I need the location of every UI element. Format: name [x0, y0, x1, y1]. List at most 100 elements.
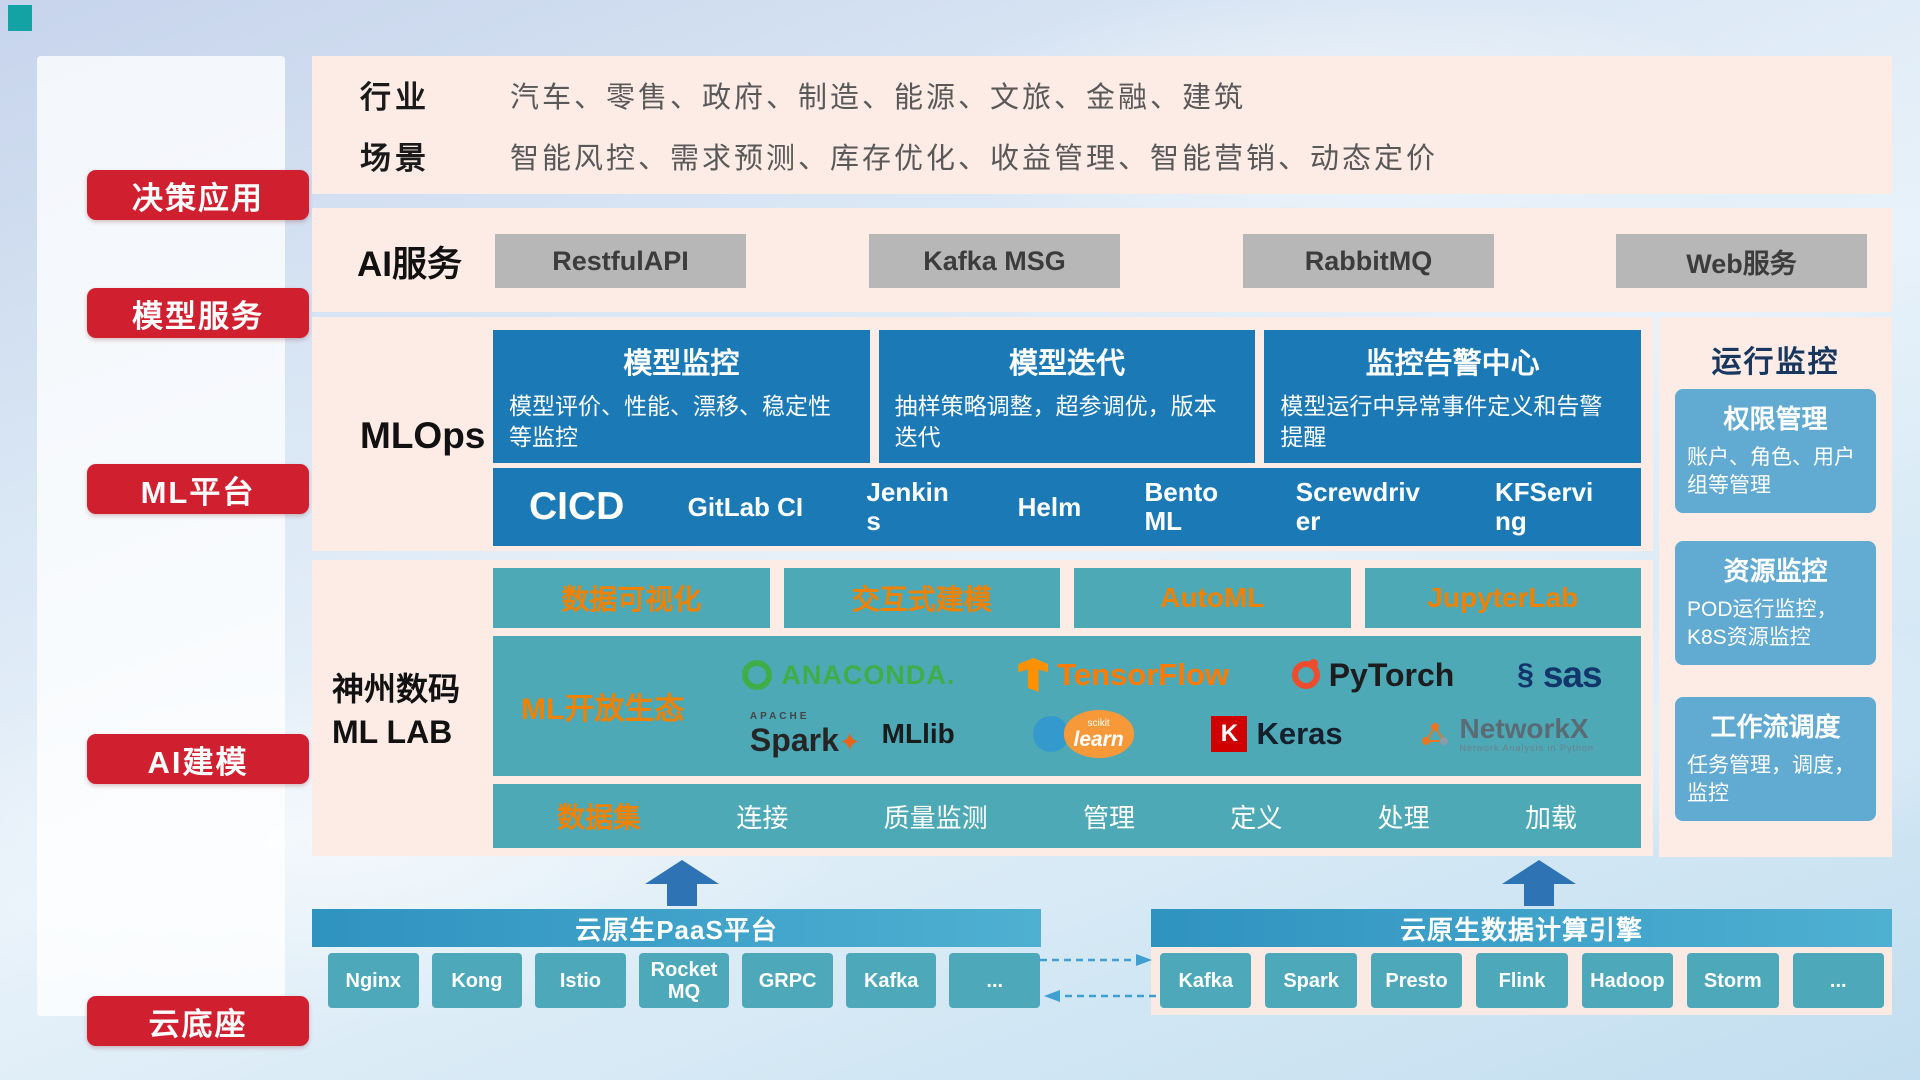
scikit-learn-blue-icon — [1032, 716, 1069, 752]
card-resource-monitoring: 资源监控 POD运行监控，K8S资源监控 — [1675, 541, 1876, 665]
networkx-logo: NetworkX Network Analysis in Python — [1420, 712, 1595, 755]
dataset-quality: 质量监测 — [883, 802, 988, 833]
dataset-label: 数据集 — [557, 802, 642, 833]
bidirectional-dashed-arrows-icon — [1038, 946, 1158, 1015]
mllib-text: MLlib — [881, 718, 955, 749]
networkx-subtext: Network Analysis in Python — [1459, 743, 1595, 754]
card-title: 模型迭代 — [1009, 348, 1126, 380]
chip-rocketmq: RocketMQ — [638, 953, 730, 1008]
pytorch-icon — [1291, 659, 1320, 689]
chip-grpc: GRPC — [742, 953, 833, 1008]
cicd-helm: Helm — [1017, 491, 1082, 522]
tool-jupyterlab: JupyterLab — [1364, 568, 1641, 628]
card-desc: 抽样策略调整，超参调优，版本迭代 — [894, 393, 1217, 451]
card-desc: 账户、角色、用户组等管理 — [1687, 446, 1855, 498]
chip-spark: Spark — [1265, 953, 1357, 1008]
dataset-process: 处理 — [1377, 802, 1430, 833]
scikit-learn-orange-icon: scikit learn — [1063, 710, 1134, 758]
scenario-list: 智能风控、需求预测、库存优化、收益管理、智能营销、动态定价 — [510, 142, 1439, 175]
ecosystem-logos: ANACONDA. TensorFlow PyTorch § sas — [711, 640, 1633, 772]
tensorflow-icon — [1018, 658, 1049, 692]
mlops-label: MLOps — [360, 415, 486, 456]
chip-flink: Flink — [1476, 953, 1568, 1008]
sidebar-item-ai-modeling: AI建模 — [87, 734, 309, 784]
dataset-bar: 数据集 连接 质量监测 管理 定义 处理 加载 — [493, 784, 1641, 848]
card-desc: 模型评价、性能、漂移、稳定性等监控 — [509, 393, 831, 451]
card-desc: 任务管理，调度，监控 — [1687, 754, 1855, 806]
anaconda-logo: ANACONDA. — [742, 660, 955, 691]
anaconda-icon — [742, 660, 773, 690]
chip-hadoop: Hadoop — [1581, 953, 1674, 1008]
ecosystem-logos-row2: APACHE Spark✦ MLlib scikit learn K — [711, 710, 1633, 758]
card-title: 模型监控 — [623, 348, 740, 380]
chip-kong: Kong — [431, 953, 523, 1008]
left-sidebar: 决策应用 模型服务 ML平台 AI建模 云底座 — [37, 56, 309, 1046]
engine-components-row: Kafka Spark Presto Flink Hadoop Storm ..… — [1160, 953, 1884, 1008]
scenario-label: 场景 — [360, 141, 430, 176]
card-workflow-scheduling: 工作流调度 任务管理，调度，监控 — [1675, 697, 1876, 821]
tool-interactive-modeling: 交互式建模 — [783, 568, 1060, 628]
ecosystem-logos-row1: ANACONDA. TensorFlow PyTorch § sas — [711, 654, 1633, 696]
chip-kafka: Kafka — [1160, 953, 1252, 1008]
chip-presto: Presto — [1370, 953, 1463, 1008]
networkx-icon — [1422, 723, 1449, 745]
mlops-cards: 模型监控 模型评价、性能、漂移、稳定性等监控 模型迭代 抽样策略调整，超参调优，… — [493, 330, 1642, 463]
industry-list: 汽车、零售、政府、制造、能源、文旅、金融、建筑 — [510, 81, 1247, 114]
spark-text: Spark✦ — [749, 722, 861, 758]
scikit-learn-logo: scikit learn — [1032, 710, 1134, 758]
industry-row: 行业 汽车、零售、政府、制造、能源、文旅、金融、建筑 — [360, 72, 1892, 117]
panel-run-monitoring: 运行监控 权限管理 账户、角色、用户组等管理 资源监控 POD运行监控，K8S资… — [1659, 317, 1892, 857]
tensorflow-text: TensorFlow — [1057, 657, 1229, 692]
keras-icon: K — [1211, 716, 1248, 752]
corner-mark — [8, 5, 32, 31]
service-kafka-msg: Kafka MSG — [869, 234, 1120, 288]
cicd-label: CICD — [529, 485, 625, 528]
card-alert-center: 监控告警中心 模型运行中异常事件定义和告警提醒 — [1264, 330, 1642, 463]
card-title: 监控告警中心 — [1365, 348, 1540, 380]
dataset-manage: 管理 — [1082, 802, 1135, 833]
networkx-text: NetworkX — [1459, 712, 1589, 744]
ml-lab-label-line2: ML LAB — [332, 714, 453, 751]
chip-more: ... — [1792, 953, 1884, 1008]
sidebar-item-decision-apps: 决策应用 — [87, 170, 309, 220]
run-monitoring-title: 运行监控 — [1711, 346, 1840, 379]
industry-label: 行业 — [360, 80, 430, 115]
spark-star-icon: ✦ — [838, 727, 861, 757]
pytorch-text: PyTorch — [1328, 656, 1455, 693]
chip-storm: Storm — [1687, 953, 1779, 1008]
sidebar-item-model-service: 模型服务 — [87, 288, 309, 338]
tensorflow-logo: TensorFlow — [1018, 657, 1229, 693]
cicd-bentoml: BentoML — [1144, 477, 1219, 536]
data-engine-header: 云原生数据计算引擎 — [1151, 909, 1892, 947]
cicd-screwdriver: Screwdriver — [1295, 477, 1421, 536]
tool-automl: AutoML — [1074, 568, 1351, 628]
card-title: 工作流调度 — [1710, 712, 1841, 742]
cicd-kfserving: KFServing — [1494, 477, 1594, 536]
chip-istio: Istio — [535, 953, 626, 1008]
ml-lab-label: 神州数码 ML LAB — [332, 668, 487, 754]
card-desc: 模型运行中异常事件定义和告警提醒 — [1280, 393, 1603, 451]
sas-icon: § — [1517, 658, 1534, 691]
ml-ecosystem-box: ML开放生态 ANACONDA. TensorFlow PyTorch — [493, 636, 1641, 776]
pytorch-logo: PyTorch — [1291, 656, 1455, 694]
ai-service-label: AI服务 — [357, 245, 463, 284]
sidebar-item-ml-platform: ML平台 — [87, 464, 309, 514]
modeling-tools-row: 数据可视化 交互式建模 AutoML JupyterLab — [493, 568, 1641, 628]
keras-text: Keras — [1256, 716, 1343, 751]
panel-mlops: MLOps 模型监控 模型评价、性能、漂移、稳定性等监控 模型迭代 抽样策略调整… — [312, 317, 1653, 551]
learn-text: learn — [1073, 727, 1124, 751]
card-model-iteration: 模型迭代 抽样策略调整，超参调优，版本迭代 — [878, 330, 1256, 463]
tool-data-visualization: 数据可视化 — [493, 568, 770, 628]
service-web: Web服务 — [1616, 234, 1867, 288]
card-desc: POD运行监控，K8S资源监控 — [1687, 598, 1838, 650]
ml-ecosystem-label: ML开放生态 — [521, 693, 685, 726]
paas-components-row: Nginx Kong Istio RocketMQ GRPC Kafka ... — [328, 953, 1041, 1008]
scikit-text: scikit — [1087, 717, 1110, 729]
sas-logo: § sas — [1517, 654, 1602, 696]
chip-nginx: Nginx — [328, 953, 419, 1008]
anaconda-text: ANACONDA. — [781, 659, 956, 690]
chip-kafka: Kafka — [845, 953, 937, 1008]
card-model-monitoring: 模型监控 模型评价、性能、漂移、稳定性等监控 — [493, 330, 870, 463]
scenario-row: 场景 智能风控、需求预测、库存优化、收益管理、智能营销、动态定价 — [360, 133, 1892, 178]
